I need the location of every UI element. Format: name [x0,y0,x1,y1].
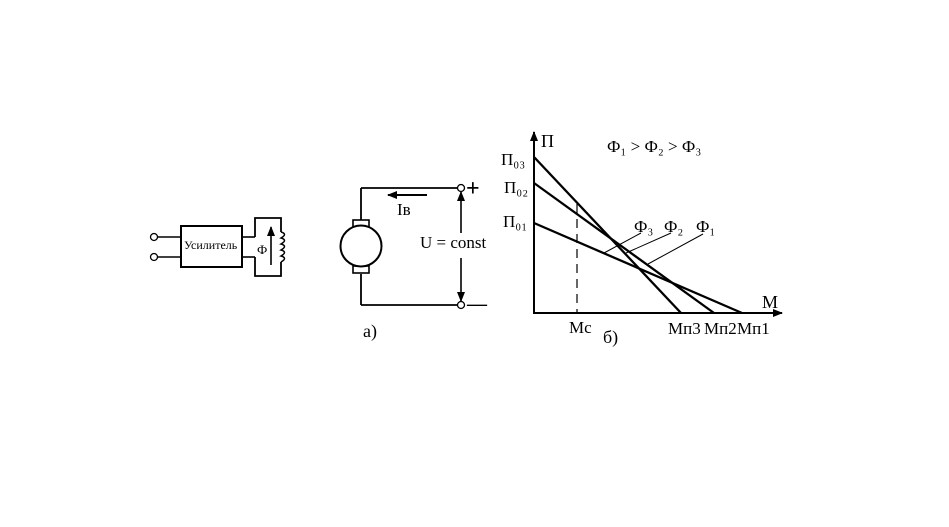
input-terminal-top [149,232,159,242]
winding-frame [254,217,282,277]
flux-relation: Ф₁ > Ф₂ > Ф₃ [607,137,701,156]
series-line-phi1 [533,221,743,315]
amplifier-box [180,225,243,268]
line-label-phi3: Ф₃ [634,217,653,236]
terminal-minus [456,300,466,310]
caption-b: б) [603,327,618,348]
winding-coil-icon [279,231,286,263]
x-tick-mp2: Мп2 [704,319,737,338]
y-axis-label: П [541,131,554,151]
input-terminal-bottom [149,252,159,262]
circuit-a: Iв U = const + — а) [339,176,488,342]
leader-phi1 [647,233,704,265]
leader-phi2 [625,232,672,254]
x-tick-mc: Мс [569,318,592,337]
terminal-plus [456,183,466,193]
minus-sign: — [466,293,488,315]
line-label-phi1: Ф₁ [696,217,715,236]
x-tick-mp1: Мп1 [737,319,770,338]
y-tick-p02: П₀₂ [504,178,528,197]
leader-phi3 [603,232,642,254]
flux-label: Ф [257,242,267,257]
plus-sign: + [466,176,480,202]
x-tick-mp3: Мп3 [668,319,701,338]
current-label: Iв [397,200,411,219]
caption-a: а) [363,321,377,342]
chart-b: П М Ф₁ > Ф₂ > Ф₃ Ф₃ Ф₂ Ф₁ П₀₃ П₀₂ П₀₁ Мс… [501,131,783,348]
x-axis-label: М [762,292,778,312]
amplifier-label: Усилитель [184,238,238,252]
voltage-label: U = const [420,233,487,252]
y-tick-p03: П₀₃ [501,150,525,169]
y-tick-p01: П₀₁ [503,212,527,231]
line-label-phi2: Ф₂ [664,217,683,236]
motor-armature-icon [339,224,383,268]
series-line-phi2 [533,182,715,314]
amplifier-diagram: Усилитель Ф [149,217,286,277]
